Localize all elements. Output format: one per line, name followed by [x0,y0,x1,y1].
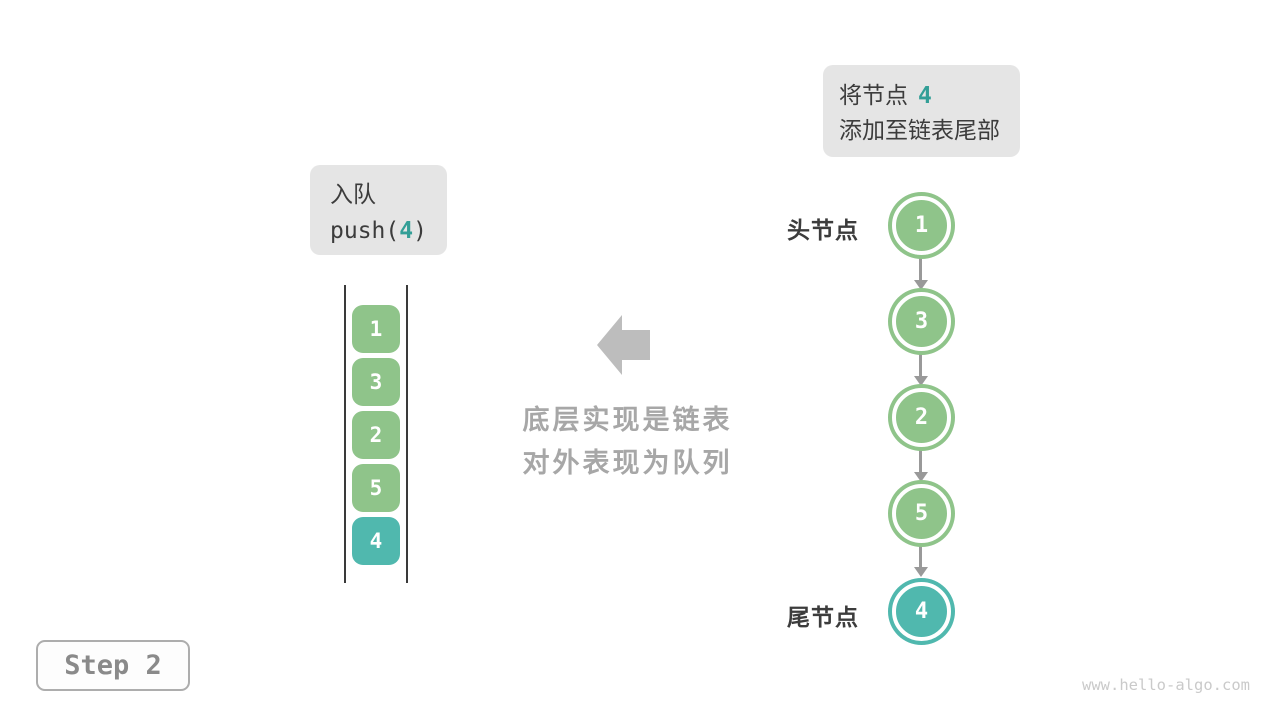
connector-line [919,354,922,377]
list-node-4: 4 [892,582,951,641]
left-block-arrow-icon [597,315,650,375]
connector-line [919,450,922,473]
arrow-down-icon [914,376,928,386]
caption-line-1: 底层实现是链表 [522,405,733,435]
queue-cell-5: 5 [352,464,400,512]
tail-node-label: 尾节点 [787,604,859,630]
list-node-5: 5 [892,484,951,543]
queue-cell-1: 1 [352,305,400,353]
arrow-down-icon [914,280,928,290]
connector-line [919,546,922,568]
highlighted-value-4: 4 [918,83,932,109]
watermark-text: www.hello-algo.com [1082,676,1250,694]
connector-line [919,258,922,281]
enqueue-label: 入队 [330,181,376,207]
center-caption: 底层实现是链表 对外表现为队列 [510,399,745,485]
list-node-2: 2 [892,388,951,447]
step-badge: Step 2 [36,640,190,691]
arrow-down-icon [914,472,928,482]
annotation-enqueue-box: 入队 push(4) [310,165,447,255]
list-node-1: 1 [892,196,951,255]
highlighted-value-4: 4 [399,218,414,244]
caption-line-2: 对外表现为队列 [522,448,733,478]
head-node-label: 头节点 [787,217,859,243]
list-node-3: 3 [892,292,951,351]
annotation-line-2: 添加至链表尾部 [839,117,1000,143]
queue-cell-2: 2 [352,411,400,459]
push-call-label: push(4) [330,218,427,244]
queue-rail-right [406,285,408,583]
queue-rail-left [344,285,346,583]
arrow-down-icon [914,567,928,577]
queue-cell-3: 3 [352,358,400,406]
queue-cell-4: 4 [352,517,400,565]
